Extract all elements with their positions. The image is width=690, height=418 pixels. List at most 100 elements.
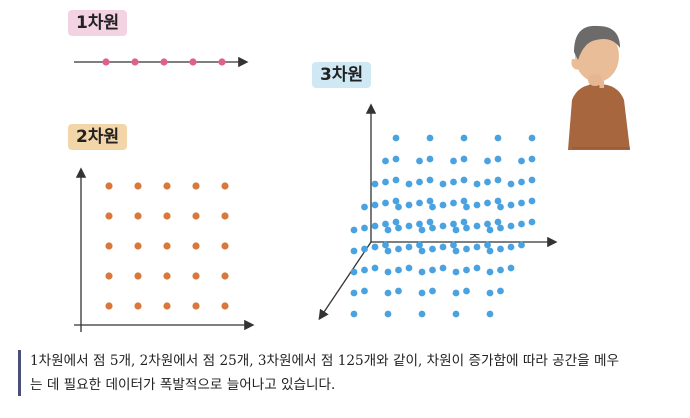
two-d-point	[134, 182, 142, 190]
three-d-point	[494, 197, 502, 205]
three-d-point	[507, 222, 515, 230]
three-d-point	[484, 178, 491, 186]
three-d-point	[528, 155, 536, 163]
two-d-point	[221, 272, 229, 280]
caption-accent-bar	[18, 350, 21, 396]
three-d-point	[405, 180, 413, 188]
three-d-point	[382, 199, 389, 207]
three-d-point	[484, 220, 491, 228]
three-d-point	[426, 218, 434, 226]
three-d-point	[361, 245, 368, 253]
three-d-point	[460, 176, 468, 184]
three-d-point	[518, 220, 525, 228]
two-d-point	[221, 242, 229, 250]
three-d-point	[518, 178, 525, 186]
three-d-point	[361, 203, 368, 211]
three-d-point	[395, 224, 402, 232]
three-d-point	[473, 201, 481, 209]
three-d-point	[395, 266, 402, 274]
three-d-point	[450, 157, 457, 165]
three-d-point	[497, 245, 504, 253]
three-d-point	[518, 241, 525, 249]
two-d-point	[163, 242, 171, 250]
three-d-point	[384, 289, 392, 297]
two-d-point	[163, 212, 171, 220]
two-d-point	[105, 272, 113, 280]
three-d-point	[361, 266, 368, 274]
one-d-point	[160, 58, 168, 66]
caption-line-2: 는 데 필요한 데이터가 폭발적으로 늘어나고 있습니다.	[30, 377, 336, 393]
two-d-point	[105, 302, 113, 310]
three-d-point	[392, 155, 400, 163]
three-d-point	[507, 243, 515, 251]
three-d-point	[371, 222, 379, 230]
badge-3d: 3차원	[312, 62, 372, 88]
three-d-point	[450, 241, 457, 249]
two-d-point	[163, 302, 171, 310]
two-d-point	[105, 212, 113, 220]
three-d-point	[350, 289, 358, 297]
three-d-point	[418, 247, 426, 255]
two-d-point	[192, 212, 200, 220]
three-d-point	[429, 266, 436, 274]
three-d-point	[439, 264, 447, 272]
three-d-point	[463, 203, 470, 211]
three-d-point	[350, 247, 358, 255]
one-d-plot	[74, 56, 249, 68]
three-d-point	[486, 247, 494, 255]
two-d-point	[134, 212, 142, 220]
three-d-point	[450, 220, 457, 228]
three-d-point	[429, 224, 436, 232]
caption-line-1: 1차원에서 점 5개, 2차원에서 점 25개, 3차원에서 점 125개와 같…	[30, 353, 620, 369]
three-d-point	[395, 203, 402, 211]
two-d-point	[192, 242, 200, 250]
three-d-point	[473, 243, 481, 251]
three-d-point	[452, 226, 460, 234]
three-d-point	[418, 310, 426, 318]
three-d-point	[416, 199, 423, 207]
caption: 1차원에서 점 5개, 2차원에서 점 25개, 3차원에서 점 125개와 같…	[30, 349, 680, 397]
one-d-point	[189, 58, 197, 66]
badge-2d: 2차원	[68, 124, 128, 150]
three-d-point	[497, 287, 504, 295]
three-d-point	[497, 203, 504, 211]
three-d-point	[371, 243, 379, 251]
one-d-point	[218, 58, 226, 66]
three-d-point	[418, 289, 426, 297]
three-d-point	[463, 245, 470, 253]
three-d-point	[494, 176, 502, 184]
three-d-point	[429, 245, 436, 253]
three-d-point	[518, 199, 525, 207]
one-d-point	[102, 58, 110, 66]
three-d-point	[384, 226, 392, 234]
three-d-point	[452, 247, 460, 255]
dimension-diagram	[74, 25, 630, 332]
three-d-point	[507, 180, 515, 188]
three-d-point	[497, 224, 504, 232]
three-d-point	[418, 226, 426, 234]
three-d-point	[426, 155, 434, 163]
three-d-point	[473, 264, 481, 272]
three-d-point	[392, 176, 400, 184]
three-d-point	[405, 243, 413, 251]
three-d-point	[371, 180, 379, 188]
three-d-point	[494, 155, 502, 163]
two-d-point	[134, 272, 142, 280]
three-d-points	[350, 134, 536, 318]
two-d-plot	[74, 167, 255, 332]
three-d-point	[494, 134, 502, 142]
two-d-point	[192, 272, 200, 280]
one-d-point	[131, 58, 139, 66]
three-d-point	[518, 157, 525, 165]
three-d-point	[484, 157, 491, 165]
three-d-point	[395, 245, 402, 253]
three-d-point	[452, 310, 460, 318]
three-d-point	[452, 289, 460, 297]
three-d-point	[405, 222, 413, 230]
three-d-point	[350, 268, 358, 276]
three-d-point	[371, 201, 379, 209]
three-d-point	[450, 178, 457, 186]
three-d-point	[473, 222, 481, 230]
three-d-point	[405, 201, 413, 209]
three-d-point	[426, 197, 434, 205]
